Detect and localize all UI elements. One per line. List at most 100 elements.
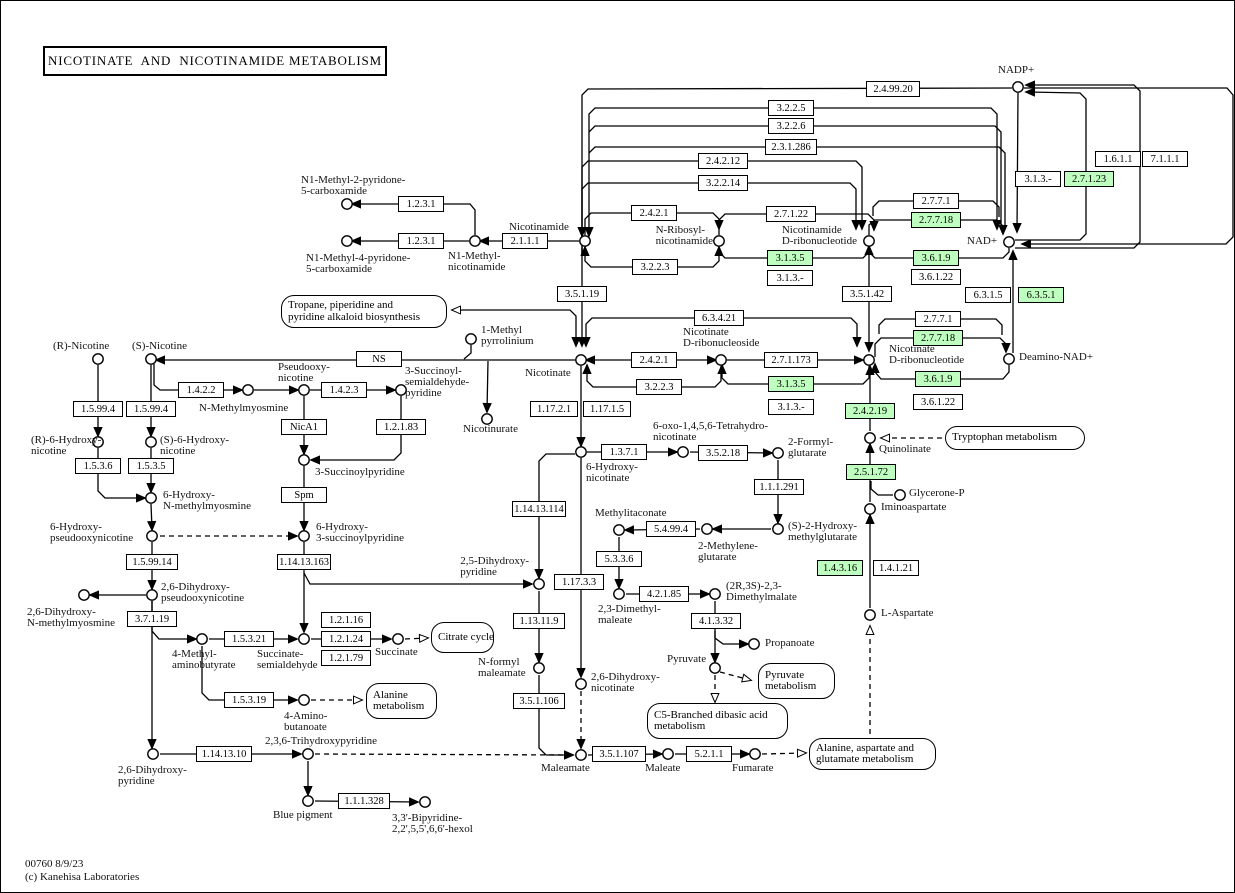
compound-n1-methyl-nicotinamide[interactable] (469, 235, 481, 247)
compound-2-3-6-trihydroxypyridine[interactable] (302, 748, 314, 760)
compound-r-nicotine[interactable] (92, 353, 104, 365)
pathway-link-alanine-aspartate-and[interactable]: Alanine, aspartate and glutamate metabol… (809, 738, 936, 770)
ec-box-1.13.11.9[interactable]: 1.13.11.9 (513, 613, 565, 629)
compound-maleate[interactable] (662, 748, 674, 760)
ec-box-3.6.1.22[interactable]: 3.6.1.22 (913, 394, 963, 410)
ec-box-3.6.1.9[interactable]: 3.6.1.9 (915, 371, 961, 387)
ec-box-1.1.1.291[interactable]: 1.1.1.291 (754, 479, 804, 495)
ec-box-2.7.7.18[interactable]: 2.7.7.18 (911, 212, 961, 228)
compound-2-formyl-glutarate[interactable] (772, 447, 784, 459)
ec-box-3.2.2.14[interactable]: 3.2.2.14 (698, 175, 748, 191)
compound-4-methyl-aminobutyrate[interactable] (196, 633, 208, 645)
compound-6-oxo-tetrahydro-nicotinate[interactable] (677, 446, 689, 458)
ec-box-2.7.1.22[interactable]: 2.7.1.22 (766, 206, 816, 222)
pathway-link-citrate-cycle[interactable]: Citrate cycle (431, 622, 494, 653)
pathway-link-pyruvate[interactable]: Pyruvate metabolism (758, 663, 835, 699)
compound-1-methyl-pyrrolinium[interactable] (465, 333, 477, 345)
ec-box-6.3.5.1[interactable]: 6.3.5.1 (1018, 287, 1064, 303)
compound-glycerone-p[interactable] (894, 489, 906, 501)
ec-box-1.1.1.328[interactable]: 1.1.1.328 (338, 793, 390, 809)
ec-box-2.4.99.20[interactable]: 2.4.99.20 (866, 81, 920, 97)
pathway-link-tryptophan-metabolism[interactable]: Tryptophan metabolism (945, 426, 1085, 450)
ec-box-1.4.3.16[interactable]: 1.4.3.16 (817, 560, 863, 576)
ec-box-2.7.1.23[interactable]: 2.7.1.23 (1064, 171, 1114, 187)
ec-box-3.1.3.5[interactable]: 3.1.3.5 (767, 250, 813, 266)
compound-blue-pigment[interactable] (302, 795, 314, 807)
ec-box-1.5.99.4[interactable]: 1.5.99.4 (126, 401, 176, 417)
ec-box-3.2.2.5[interactable]: 3.2.2.5 (768, 100, 814, 116)
compound-s-6-hydroxy-nicotine[interactable] (145, 436, 157, 448)
compound-6-hydroxy-3-succinoylpyridine[interactable] (298, 530, 310, 542)
compound-n-methylmyosmine[interactable] (242, 384, 254, 396)
ec-box-1.2.3.1[interactable]: 1.2.3.1 (398, 196, 444, 212)
compound-4-amino-butanoate[interactable] (298, 694, 310, 706)
compound-2-6-dihydroxy-pseudooxynicotine[interactable] (146, 589, 158, 601)
ec-box-1.5.99.4[interactable]: 1.5.99.4 (73, 401, 123, 417)
ec-box-1.5.3.19[interactable]: 1.5.3.19 (224, 692, 274, 708)
compound-2-6-dihydroxy-pyridine[interactable] (147, 748, 159, 760)
compound-n1-methyl-4-pyridone-5-carboxamide[interactable] (341, 235, 353, 247)
compound-6-hydroxy-n-methylmyosmine[interactable] (145, 492, 157, 504)
ec-box-1.4.2.2[interactable]: 1.4.2.2 (178, 382, 224, 398)
compound-nad[interactable] (1003, 236, 1015, 248)
compound-3-succinoylpyridine[interactable] (298, 454, 310, 466)
ec-box-3.2.2.3[interactable]: 3.2.2.3 (636, 379, 682, 395)
ec-box-3.6.1.22[interactable]: 3.6.1.22 (911, 269, 961, 285)
compound-2-3-dimethyl-maleate[interactable] (613, 588, 625, 600)
compound-maleamate[interactable] (575, 749, 587, 761)
compound-methylitaconate[interactable] (613, 524, 625, 536)
compound-pseudooxynicotine[interactable] (298, 384, 310, 396)
ec-box-3.1.3.-[interactable]: 3.1.3.- (768, 399, 814, 415)
ec-box-7.1.1.1[interactable]: 7.1.1.1 (1142, 151, 1188, 167)
ec-box-2.4.2.1[interactable]: 2.4.2.1 (631, 352, 677, 368)
ec-box-4.2.1.85[interactable]: 4.2.1.85 (639, 586, 689, 602)
compound-nicotinamide-d-ribonucleotide[interactable] (863, 235, 875, 247)
compound-s-2-hydroxy-methylglutarate[interactable] (772, 523, 784, 535)
ec-box-1.2.3.1[interactable]: 1.2.3.1 (398, 233, 444, 249)
ec-box-6.3.1.5[interactable]: 6.3.1.5 (965, 287, 1011, 303)
ec-box-3.5.1.42[interactable]: 3.5.1.42 (842, 286, 892, 302)
ec-box-5.4.99.4[interactable]: 5.4.99.4 (646, 521, 696, 537)
compound-succinate-semialdehyde[interactable] (298, 633, 310, 645)
ec-box-3.2.2.3[interactable]: 3.2.2.3 (632, 259, 678, 275)
ec-box-NicA1[interactable]: NicA1 (281, 419, 327, 435)
compound-quinolinate[interactable] (864, 432, 876, 444)
ec-box-NS[interactable]: NS (356, 351, 402, 367)
ec-box-1.4.2.3[interactable]: 1.4.2.3 (321, 382, 367, 398)
compound-nicotinate-d-ribonucleoside[interactable] (715, 354, 727, 366)
compound-r-6-hydroxy-nicotine[interactable] (92, 436, 104, 448)
ec-box-3.1.3.5[interactable]: 3.1.3.5 (768, 376, 814, 392)
ec-box-2.3.1.286[interactable]: 2.3.1.286 (765, 139, 817, 155)
ec-box-3.6.1.9[interactable]: 3.6.1.9 (913, 250, 959, 266)
ec-box-4.1.3.32[interactable]: 4.1.3.32 (691, 613, 741, 629)
compound-2-5-dihydroxy-pyridine[interactable] (533, 578, 545, 590)
ec-box-1.14.13.10[interactable]: 1.14.13.10 (196, 746, 252, 762)
ec-box-1.14.13.163[interactable]: 1.14.13.163 (277, 554, 331, 570)
ec-box-2.7.7.1[interactable]: 2.7.7.1 (915, 311, 961, 327)
ec-box-1.2.1.79[interactable]: 1.2.1.79 (321, 650, 371, 666)
compound-n-ribosyl-nicotinamide[interactable] (713, 235, 725, 247)
compound-nicotinate[interactable] (575, 354, 587, 366)
ec-box-1.5.3.21[interactable]: 1.5.3.21 (224, 631, 274, 647)
ec-box-1.2.1.16[interactable]: 1.2.1.16 (321, 612, 371, 628)
ec-box-1.3.7.1[interactable]: 1.3.7.1 (601, 444, 647, 460)
pathway-link-alanine[interactable]: Alanine metabolism (366, 683, 437, 719)
ec-box-5.2.1.1[interactable]: 5.2.1.1 (686, 746, 732, 762)
compound-nicotinate-d-ribonucleotide[interactable] (863, 354, 875, 366)
compound-s-nicotine[interactable] (145, 353, 157, 365)
compound-n-formyl-maleamate[interactable] (533, 662, 545, 674)
compound-2-6-dihydroxy-n-methylmyosmine[interactable] (78, 589, 90, 601)
ec-box-Spm[interactable]: Spm (281, 487, 327, 503)
ec-box-2.7.7.1[interactable]: 2.7.7.1 (913, 193, 959, 209)
compound-n1-methyl-2-pyridone-5-carboxamide[interactable] (341, 198, 353, 210)
ec-box-1.17.3.3[interactable]: 1.17.3.3 (554, 574, 604, 590)
ec-box-3.2.2.6[interactable]: 3.2.2.6 (768, 118, 814, 134)
compound-3-succinoyl-semialdehyde-pyridine[interactable] (395, 384, 407, 396)
compound-2-6-dihydroxy-nicotinate[interactable] (575, 678, 587, 690)
compound-2-methylene-glutarate[interactable] (701, 523, 713, 535)
ec-box-2.7.1.173[interactable]: 2.7.1.173 (764, 352, 818, 368)
ec-box-3.5.1.106[interactable]: 3.5.1.106 (513, 693, 565, 709)
ec-box-1.2.1.24[interactable]: 1.2.1.24 (321, 631, 371, 647)
compound-nicotinurate[interactable] (481, 413, 493, 425)
ec-box-5.3.3.6[interactable]: 5.3.3.6 (596, 551, 642, 567)
